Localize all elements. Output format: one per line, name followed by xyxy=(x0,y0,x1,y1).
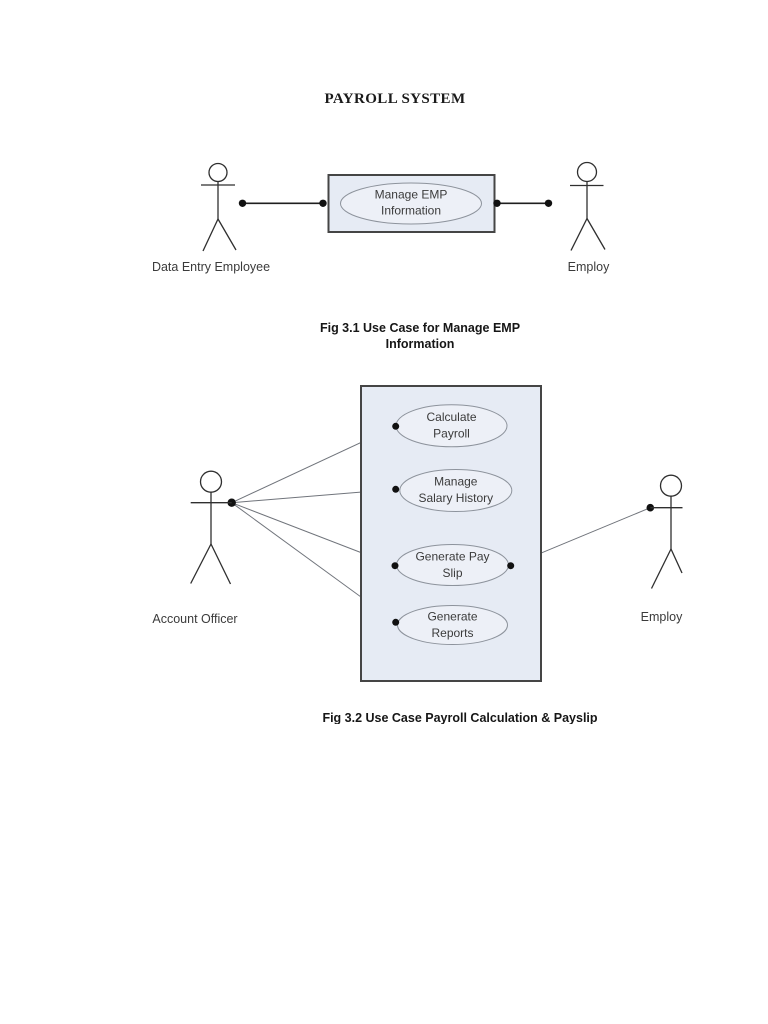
fig1-usecase-label-line1: Manage EMP xyxy=(375,188,448,202)
fig2-actor-right-label: Employ xyxy=(641,610,683,624)
actor-leg-left xyxy=(202,218,219,252)
actor-head xyxy=(659,474,683,497)
fig2-usecase-manage-salary-history xyxy=(399,469,513,512)
fig1-usecase-label-line2: Information xyxy=(381,204,441,218)
usecase-label-line2: Payroll xyxy=(433,427,470,441)
fig1-actor-right-label: Employ xyxy=(568,260,610,274)
page-title: PAYROLL SYSTEM xyxy=(324,91,466,107)
fig1-actor-left-label: Data Entry Employee xyxy=(152,260,270,274)
fig2-diagram: Calculate Payroll Manage Salary History … xyxy=(152,385,683,682)
actor-leg-left xyxy=(190,543,212,584)
actor-leg-right xyxy=(670,548,683,574)
usecase-label-line1: Generate xyxy=(427,610,477,624)
fig1-usecase-manage-emp-information xyxy=(340,182,482,225)
connector-endpoint-dot xyxy=(392,422,400,430)
fig2-actor-account-officer-figure xyxy=(190,470,232,585)
fig1-actor-employ-figure xyxy=(570,161,606,251)
actor-leg-right xyxy=(210,543,232,585)
connector-endpoint-dot xyxy=(544,199,553,207)
usecase-label-line2: Reports xyxy=(431,626,473,640)
fig2-actor-left-label: Account Officer xyxy=(152,612,237,626)
connector-endpoint-dot xyxy=(238,199,247,207)
fig1-caption: Fig 3.1 Use Case for Manage EMP Informat… xyxy=(270,321,570,352)
fig2-actor-employ-figure xyxy=(650,474,683,589)
actor-head xyxy=(199,470,223,493)
usecase-label-line1: Generate Pay xyxy=(415,550,489,564)
fig1-diagram: Data Entry Employee Manage EMP Informati… xyxy=(152,161,610,274)
connector-endpoint-dot xyxy=(507,562,515,570)
actor-leg-right xyxy=(217,218,237,251)
usecase-label-line2: Salary History xyxy=(418,491,493,505)
fig1-actor-data-entry-employee-figure xyxy=(201,162,237,252)
actor-leg-left xyxy=(650,548,672,589)
connector-endpoint-dot xyxy=(391,562,399,570)
fig2-caption-text: Fig 3.2 Use Case Payroll Calculation & P… xyxy=(322,711,598,724)
usecase-label-line2: Slip xyxy=(442,566,462,580)
fig1-caption-line2: Information xyxy=(385,336,455,351)
connector-endpoint-dot xyxy=(319,199,327,207)
actor-head xyxy=(576,161,598,183)
fig1-caption-line1: Fig 3.1 Use Case for Manage EMP xyxy=(319,321,521,335)
actor-leg-left xyxy=(570,218,588,251)
connector-endpoint-dot xyxy=(392,618,400,626)
fig2-caption: Fig 3.2 Use Case Payroll Calculation & P… xyxy=(310,711,610,724)
usecase-label-line1: Manage xyxy=(434,475,478,489)
actor-leg-right xyxy=(586,218,606,250)
connector-endpoint-dot xyxy=(493,199,501,207)
connector-endpoint-dot xyxy=(392,485,400,493)
usecase-label-line1: Calculate xyxy=(426,410,476,424)
actor-head xyxy=(208,162,228,183)
